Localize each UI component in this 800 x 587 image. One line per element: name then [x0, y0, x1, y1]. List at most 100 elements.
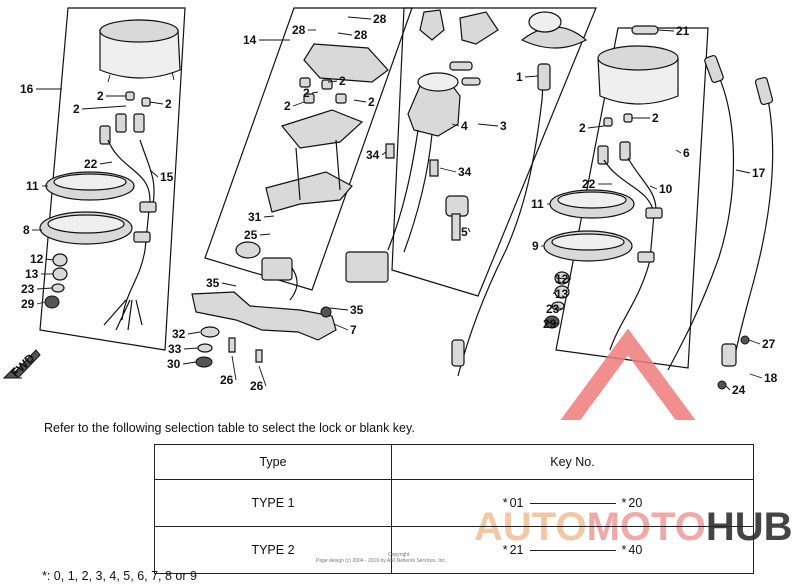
part-label-4: 4 [461, 119, 468, 133]
row-type: TYPE 1 [154, 479, 392, 527]
part-label-34: 34 [366, 148, 380, 162]
meter-mounting-stay [191, 291, 337, 341]
wire-harness-left [103, 139, 155, 331]
part-label-28: 28 [373, 12, 387, 26]
part-label-17: 17 [752, 166, 766, 180]
speedometer-housing [99, 19, 181, 83]
header-key-no: Key No. [391, 444, 754, 480]
leader-line [545, 321, 560, 325]
part-label-30: 30 [167, 357, 181, 371]
row-key-range: * 21 * 40 [391, 526, 754, 574]
part-label-32: 32 [172, 327, 186, 341]
part-label-2: 2 [284, 99, 291, 113]
cable-18-end-bottom [721, 343, 737, 367]
selection-note: Refer to the following selection table t… [44, 421, 415, 435]
part-label-31: 31 [248, 210, 262, 224]
leader-line [327, 80, 338, 83]
speedometer-lens-ring [45, 171, 135, 201]
tacho-cable-end-top [704, 54, 724, 84]
key-from: 21 [509, 543, 524, 557]
key-selection-table: Type Key No. TYPE 1 * 01 * 20 TYPE 2 * [154, 444, 754, 574]
part-label-26: 26 [220, 373, 234, 387]
tachometer-case [543, 230, 633, 262]
meter-bracket-group-box [204, 7, 413, 291]
leader-line [81, 105, 127, 110]
harness-clamp-3 [645, 207, 663, 219]
ignition-switch [345, 61, 481, 283]
row-key-range: * 01 * 20 [391, 479, 754, 527]
marker: * [502, 496, 508, 510]
part-label-29: 29 [21, 297, 35, 311]
leader-line [329, 307, 349, 311]
part-label-2: 2 [73, 102, 80, 116]
part-label-22: 22 [84, 157, 98, 171]
part-label-2: 2 [652, 111, 659, 125]
marker: * [621, 496, 627, 510]
part-label-26: 26 [250, 379, 264, 393]
part-label-21: 21 [676, 24, 690, 38]
connector-assembly-left [235, 241, 298, 301]
leader-line [748, 339, 761, 345]
row-type: TYPE 2 [154, 526, 392, 574]
leader-line [477, 123, 499, 127]
leader-line [263, 215, 275, 218]
speedometer-cable [457, 65, 545, 377]
leader-line [292, 101, 305, 107]
leader-line [347, 16, 372, 20]
part-label-24: 24 [732, 383, 746, 397]
part-label-29: 29 [543, 317, 557, 331]
part-label-9: 9 [532, 239, 539, 253]
leader-line [187, 331, 201, 335]
range-dash [529, 549, 616, 551]
leader-line [587, 125, 605, 129]
leader-line [439, 167, 457, 173]
part-label-15: 15 [160, 170, 174, 184]
part-label-28: 28 [354, 28, 368, 42]
leader-line [149, 169, 159, 178]
part-label-1: 1 [516, 70, 523, 84]
screw-27 [740, 335, 750, 345]
part-label-2: 2 [97, 89, 104, 103]
header-type: Type [154, 444, 392, 480]
grommets-nuts-left [44, 253, 68, 309]
cable-end-bottom [451, 339, 465, 367]
leader-line [258, 365, 267, 387]
leader-line [36, 301, 46, 305]
part-label-23: 23 [546, 302, 560, 316]
marker: * [621, 543, 627, 557]
part-label-5: 5 [461, 225, 468, 239]
watermark-triangle [560, 328, 696, 420]
leader-line [333, 323, 349, 331]
part-label-35: 35 [206, 276, 220, 290]
part-label-2: 2 [368, 95, 375, 109]
part-label-12: 12 [555, 272, 569, 286]
part-label-35: 35 [350, 303, 364, 317]
table-header-row: Type Key No. [154, 444, 754, 480]
leader-line [551, 305, 563, 310]
table-row: TYPE 1 * 01 * 20 [154, 479, 754, 527]
screw-34b [429, 159, 439, 177]
part-label-8: 8 [23, 223, 30, 237]
tachometer-cable [667, 69, 735, 371]
leader-line [259, 233, 271, 236]
meter-cover-bracket [265, 43, 389, 213]
leader-line [183, 347, 199, 350]
part-label-3: 3 [500, 119, 507, 133]
leader-lines [32, 16, 763, 391]
leader-line [451, 123, 460, 127]
part-label-16: 16 [20, 82, 34, 96]
range-dash [529, 502, 616, 504]
nut-30 [195, 356, 213, 368]
part-label-2: 2 [339, 74, 346, 88]
stay-bolt [320, 306, 332, 318]
leader-line [524, 75, 539, 78]
leader-line [725, 385, 731, 391]
leader-line [182, 361, 197, 365]
part-label-11: 11 [26, 179, 39, 193]
harness-clamp-2 [133, 231, 151, 243]
leader-line [657, 29, 675, 32]
part-label-12: 12 [30, 252, 44, 266]
part-label-13: 13 [25, 267, 39, 281]
leader-line [311, 91, 319, 94]
